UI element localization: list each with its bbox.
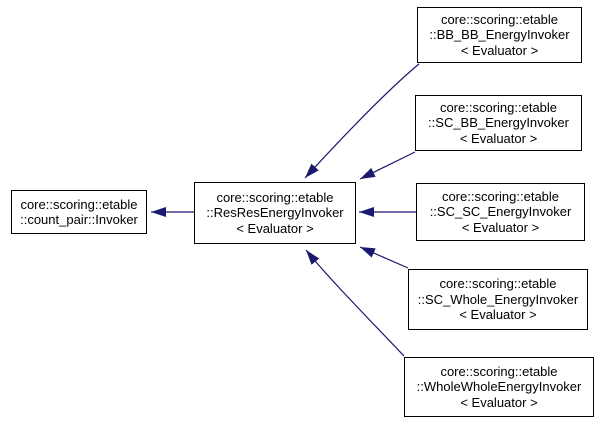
node-sc-whole-energy-invoker[interactable]: core::scoring::etable ::SC_Whole_EnergyI… [408,269,588,330]
node-label-line: ::WholeWholeEnergyInvoker [416,379,582,395]
inheritance-arrow-scwhole-to-resres [359,246,409,269]
node-count-pair-invoker[interactable]: core::scoring::etable ::count_pair::Invo… [11,190,147,234]
node-label-line: core::scoring::etable [441,188,560,204]
node-sc-sc-energy-invoker[interactable]: core::scoring::etable ::SC_SC_EnergyInvo… [416,183,585,241]
inheritance-arrow-bbbb-to-resres [304,63,420,179]
node-label-line: ::SC_Whole_EnergyInvoker [417,291,579,307]
node-label-line: core::scoring::etable [440,11,559,27]
node-label-line: < Evaluator > [236,220,314,236]
node-label-line: < Evaluator > [461,219,540,235]
node-label-line: core::scoring::etable [216,189,334,205]
node-label-line: < Evaluator > [459,130,538,146]
node-res-res-energy-invoker: core::scoring::etable ::ResResEnergyInvo… [194,182,356,244]
node-label-line: < Evaluator > [459,307,537,323]
node-label-line: ::count_pair::Invoker [20,212,138,227]
node-label-line: core::scoring::etable [440,363,558,379]
inheritance-arrow-scbb-to-resres [359,151,416,180]
inheritance-arrow-wholewhole-to-resres [305,249,405,357]
node-label-line: ::BB_BB_EnergyInvoker [429,27,570,43]
node-label-line: ::ResResEnergyInvoker [206,205,344,221]
node-label-line: core::scoring::etable [439,276,557,292]
node-label-line: < Evaluator > [460,394,538,410]
node-whole-whole-energy-invoker[interactable]: core::scoring::etable ::WholeWholeEnergy… [404,357,594,417]
node-sc-bb-energy-invoker[interactable]: core::scoring::etable ::SC_BB_EnergyInvo… [415,95,582,151]
node-label-line: < Evaluator > [460,42,539,58]
node-bb-bb-energy-invoker[interactable]: core::scoring::etable ::BB_BB_EnergyInvo… [417,7,582,63]
node-label-line: ::SC_SC_EnergyInvoker [429,204,572,220]
node-label-line: core::scoring::etable [439,99,558,115]
node-label-line: core::scoring::etable [20,196,138,212]
node-label-line: ::SC_BB_EnergyInvoker [428,115,569,131]
